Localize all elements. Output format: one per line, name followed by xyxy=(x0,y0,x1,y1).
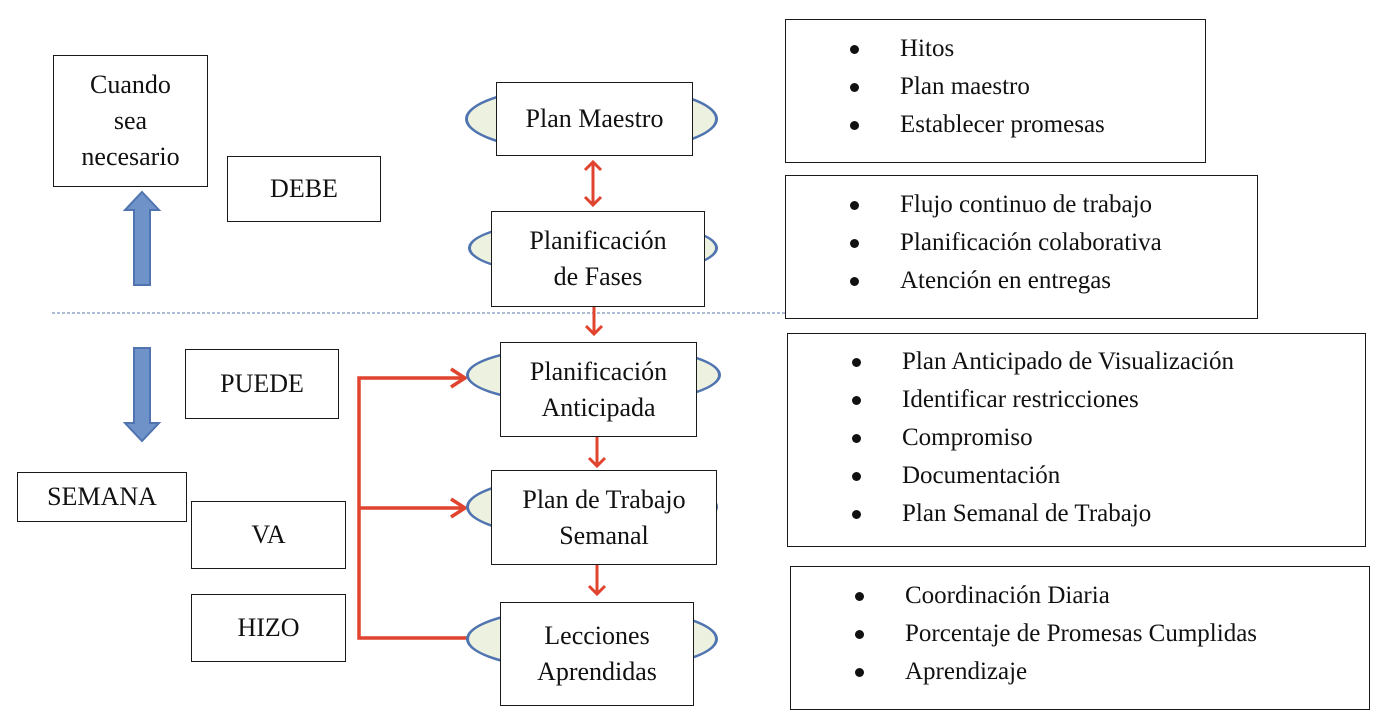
list-item: Coordinación Diaria xyxy=(791,577,1369,615)
anticipada-line-1: Planificación xyxy=(529,356,668,386)
plan-trabajo-semanal-box: Plan de Trabajo Semanal xyxy=(491,470,717,565)
list-planificacion-anticipada: Plan Anticipado de Visualización Identif… xyxy=(787,333,1366,547)
bullet-icon xyxy=(855,630,864,639)
bullet-icon xyxy=(852,396,861,405)
list-item: Documentación xyxy=(788,457,1365,495)
va-label: VA xyxy=(251,520,286,549)
list-item: Plan Anticipado de Visualización xyxy=(788,343,1365,381)
semanal-line-1: Plan de Trabajo xyxy=(522,484,686,514)
fases-line-1: Planificación xyxy=(529,226,667,255)
bullet-icon xyxy=(850,277,859,286)
bullet-icon xyxy=(850,121,859,130)
list-planificacion-fases: Flujo continuo de trabajo Planificación … xyxy=(785,175,1258,319)
semana-label: SEMANA xyxy=(47,482,157,511)
debe-label: DEBE xyxy=(270,174,338,203)
puede-box: PUEDE xyxy=(185,349,339,419)
debe-box: DEBE xyxy=(227,156,381,222)
semana-box: SEMANA xyxy=(17,472,187,522)
list-plan-maestro: Hitos Plan maestro Establecer promesas xyxy=(785,19,1206,163)
list-lecciones-aprendidas: Coordinación Diaria Porcentaje de Promes… xyxy=(790,566,1370,710)
cuando-line-3: necesario xyxy=(81,142,180,171)
list-item: Plan maestro xyxy=(786,68,1205,106)
list-item: Atención en entregas xyxy=(786,262,1257,300)
puede-label: PUEDE xyxy=(220,369,304,398)
bullet-icon xyxy=(850,239,859,248)
cuando-line-2: sea xyxy=(113,106,148,135)
cuando-line-1: Cuando xyxy=(90,70,171,99)
lecciones-line-1: Lecciones xyxy=(544,621,650,650)
hizo-box: HIZO xyxy=(191,594,346,662)
lecciones-aprendidas-box: Lecciones Aprendidas xyxy=(500,602,694,706)
bullet-icon xyxy=(852,472,861,481)
bullet-icon xyxy=(855,592,864,601)
va-box: VA xyxy=(191,501,346,569)
bullet-icon xyxy=(852,358,861,367)
bullet-icon xyxy=(850,45,859,54)
cuando-sea-necesario-box: Cuando sea necesario xyxy=(53,55,208,187)
bullet-icon xyxy=(852,434,861,443)
bullet-icon xyxy=(855,668,864,677)
anticipada-line-2: Anticipada xyxy=(541,392,656,422)
list-item: Porcentaje de Promesas Cumplidas xyxy=(791,615,1369,653)
list-item: Planificación colaborativa xyxy=(786,224,1257,262)
list-item: Identificar restricciones xyxy=(788,381,1365,419)
list-item: Aprendizaje xyxy=(791,653,1369,691)
bullet-icon xyxy=(850,83,859,92)
lecciones-line-2: Aprendidas xyxy=(537,657,657,686)
planificacion-anticipada-box: Planificación Anticipada xyxy=(500,342,697,437)
list-item: Establecer promesas xyxy=(786,106,1205,144)
plan-maestro-label: Plan Maestro xyxy=(525,104,664,133)
semanal-line-2: Semanal xyxy=(559,520,649,550)
list-item: Compromiso xyxy=(788,419,1365,457)
up-arrow-icon xyxy=(122,190,162,286)
list-item: Plan Semanal de Trabajo xyxy=(788,495,1365,533)
planificacion-fases-box: Planificación de Fases xyxy=(491,211,705,307)
down-arrow-icon xyxy=(122,347,162,443)
list-item: Flujo continuo de trabajo xyxy=(786,186,1257,224)
bullet-icon xyxy=(852,510,861,519)
plan-maestro-box: Plan Maestro xyxy=(496,82,693,156)
fases-line-2: de Fases xyxy=(553,262,643,291)
bullet-icon xyxy=(850,201,859,210)
hizo-label: HIZO xyxy=(237,613,300,642)
list-item: Hitos xyxy=(786,30,1205,68)
